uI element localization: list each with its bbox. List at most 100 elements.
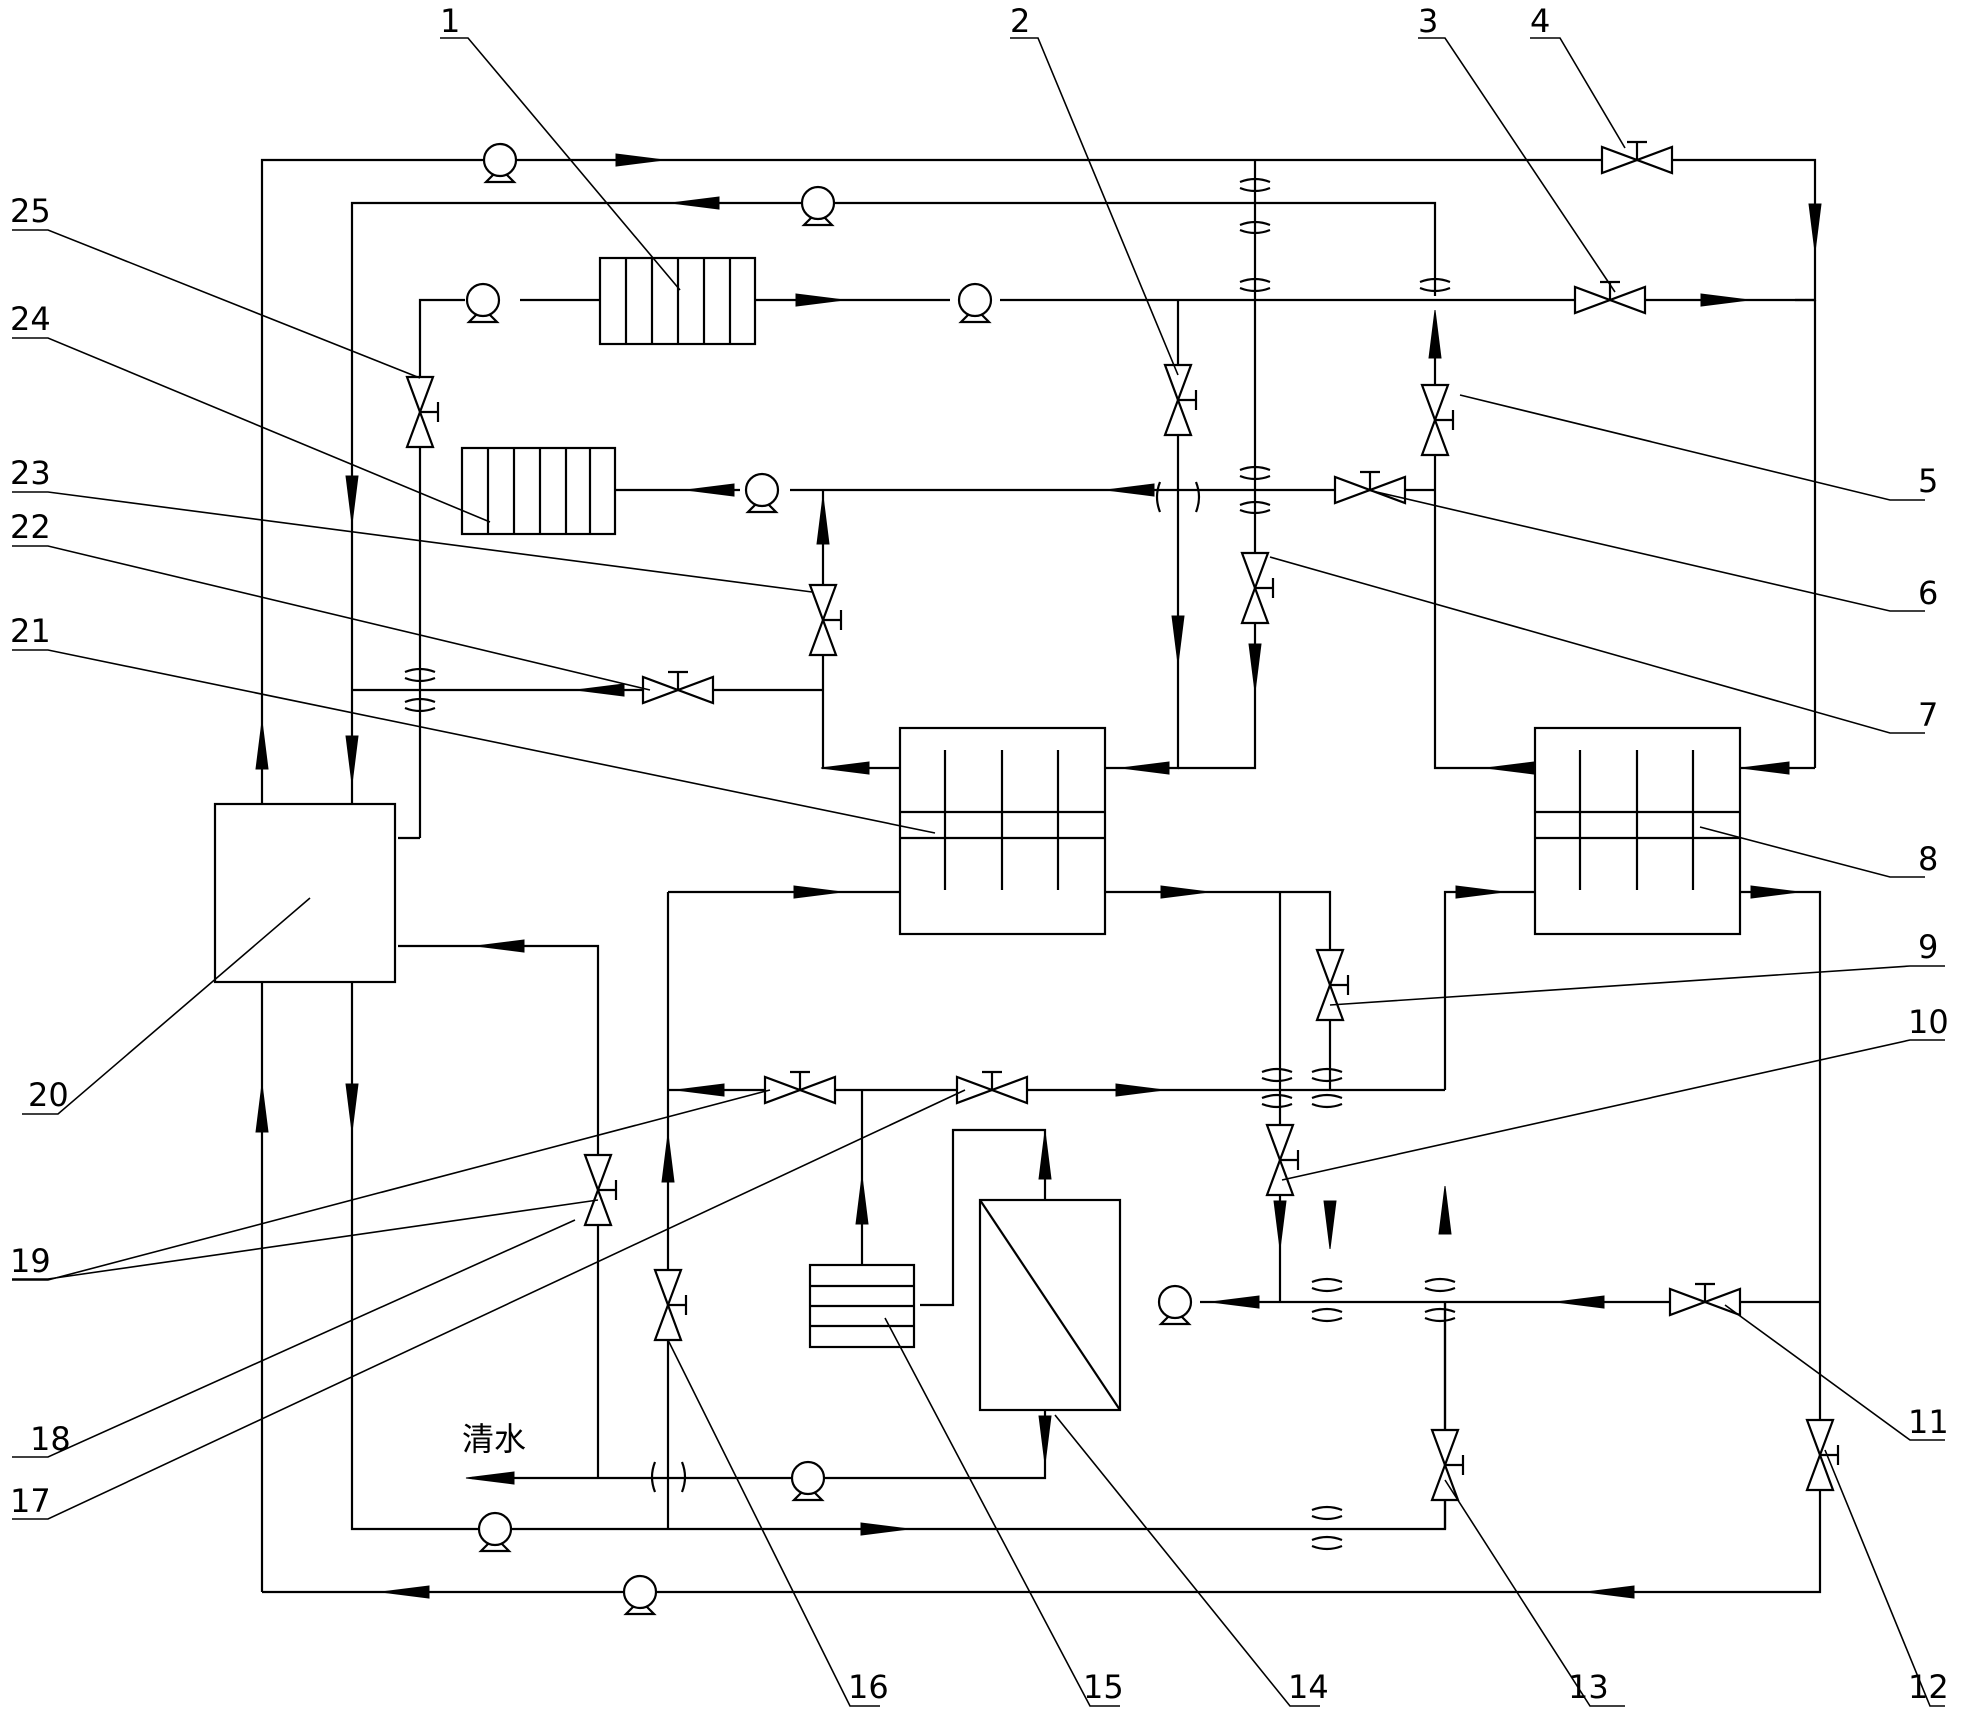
label-18: 18	[30, 1420, 71, 1458]
valve-icon	[1430, 1428, 1465, 1502]
pump-icon	[1157, 1284, 1193, 1326]
label-21: 21	[10, 612, 51, 650]
flow-arrow	[1750, 885, 1800, 899]
flow-arrow	[1160, 885, 1210, 899]
label-11: 11	[1908, 1403, 1949, 1441]
filter-unit-24	[460, 446, 617, 536]
valve-icon	[1163, 363, 1198, 437]
flow-arrow	[1105, 483, 1155, 497]
pump-icon	[957, 282, 993, 324]
pumps	[465, 142, 1193, 1616]
pump-icon	[744, 472, 780, 514]
flow-arrow	[255, 720, 269, 770]
flow-arrow	[820, 761, 870, 775]
flow-arrow	[1115, 1083, 1165, 1097]
pump-body	[744, 472, 780, 508]
reactor-tank-21	[898, 726, 1107, 936]
cartridge-filter-15	[808, 1263, 916, 1349]
pump-body	[800, 185, 836, 221]
label-20: 20	[28, 1076, 69, 1114]
valve-icon	[641, 670, 715, 705]
pipe-crossovers	[404, 177, 1456, 1551]
valve-icon	[1573, 280, 1647, 315]
valve-icon	[763, 1070, 837, 1105]
valve-icon	[808, 583, 843, 657]
valve-icon	[653, 1268, 688, 1342]
flow-arrow	[475, 939, 525, 953]
flow-arrow	[675, 1083, 725, 1097]
valve-icon	[1420, 383, 1455, 457]
valve-icon	[405, 375, 440, 449]
flow-arrows	[255, 153, 1822, 1599]
label-6: 6	[1918, 574, 1938, 612]
pump-body	[482, 142, 518, 178]
label-10: 10	[1908, 1003, 1949, 1041]
pump-body	[1157, 1284, 1193, 1320]
valve-icon	[583, 1153, 618, 1227]
flow-arrow	[1438, 1185, 1452, 1235]
flow-arrow	[1485, 761, 1535, 775]
flow-arrow	[1428, 309, 1442, 359]
flow-arrow	[1323, 1200, 1337, 1250]
flow-arrow	[1120, 761, 1170, 775]
flow-arrow	[465, 1471, 515, 1485]
flow-arrow	[1248, 643, 1262, 693]
label-9: 9	[1918, 928, 1938, 966]
valve-icon	[1333, 470, 1407, 505]
flow-arrow	[1273, 1200, 1287, 1250]
label-12: 12	[1908, 1668, 1949, 1706]
flow-arrow	[1455, 885, 1505, 899]
pump-icon	[800, 185, 836, 227]
flow-arrow	[1808, 203, 1822, 253]
pump-body	[477, 1511, 513, 1547]
pump-icon	[790, 1460, 826, 1502]
flow-arrow	[1555, 1295, 1605, 1309]
pump-icon	[465, 282, 501, 324]
flow-arrow	[860, 1522, 910, 1536]
pump-body	[790, 1460, 826, 1496]
flow-arrow	[1585, 1585, 1635, 1599]
label-19: 19	[10, 1242, 51, 1280]
flow-arrow	[380, 1585, 430, 1599]
label-8: 8	[1918, 840, 1938, 878]
flow-arrow	[345, 735, 359, 785]
label-22: 22	[10, 508, 51, 546]
label-24: 24	[10, 300, 51, 338]
flow-arrow	[345, 1083, 359, 1133]
filter-unit-1	[598, 256, 757, 346]
flow-arrow	[1700, 293, 1750, 307]
flow-arrow	[670, 196, 720, 210]
valve-icon	[1315, 948, 1350, 1022]
leader-lines	[12, 37, 1945, 1707]
flow-arrow	[615, 153, 665, 167]
valve-icon	[1805, 1418, 1840, 1492]
item-labels: 1 2 3 4 5 6 7 8 9 10 11 12 13 14 15 16 1…	[10, 2, 1949, 1706]
pump-icon	[477, 1511, 513, 1553]
flow-arrow	[575, 683, 625, 697]
flow-arrow	[1038, 1130, 1052, 1180]
valve-icon	[955, 1070, 1029, 1105]
label-15: 15	[1083, 1668, 1124, 1706]
membrane-unit-14	[978, 1198, 1122, 1412]
storage-tank-20	[213, 802, 397, 984]
clear-water-label: 清水	[462, 1420, 526, 1458]
label-23: 23	[10, 454, 51, 492]
label-13: 13	[1568, 1668, 1609, 1706]
label-25: 25	[10, 192, 51, 230]
flow-arrow	[1038, 1415, 1052, 1465]
flow-arrow	[1171, 615, 1185, 665]
valve-icon	[1668, 1282, 1742, 1317]
flow-arrow	[793, 885, 843, 899]
label-1: 1	[440, 2, 460, 40]
reactor-tank-8	[1533, 726, 1742, 936]
flow-arrow	[255, 1083, 269, 1133]
pump-icon	[482, 142, 518, 184]
pump-body	[957, 282, 993, 318]
pump-icon	[622, 1574, 658, 1616]
label-16: 16	[848, 1668, 889, 1706]
valve-icon	[1240, 551, 1275, 625]
flow-arrow	[855, 1175, 869, 1225]
label-3: 3	[1418, 2, 1438, 40]
valve-icon	[1600, 140, 1674, 175]
